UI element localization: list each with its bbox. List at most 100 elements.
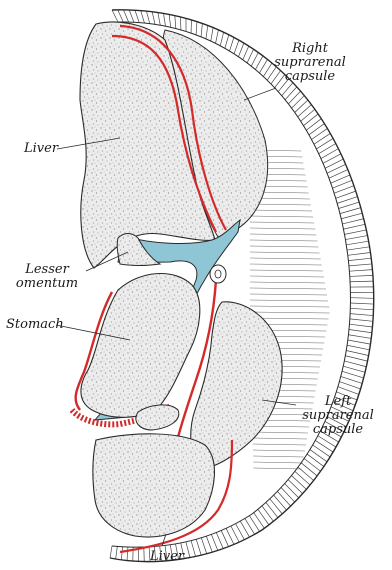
fascia-hatch-line (250, 258, 321, 259)
hatch-line (274, 495, 287, 510)
hatch-line (201, 538, 206, 554)
label-liver-upper: Liver (24, 142, 58, 156)
hatch-line (196, 22, 197, 35)
hatch-line (129, 10, 134, 22)
hatch-line (339, 382, 360, 389)
hatch-line (350, 303, 373, 304)
hatch-line (340, 208, 361, 214)
hatch-line (346, 241, 368, 245)
hatch-line (337, 197, 357, 204)
hatch-line (141, 11, 145, 23)
hatch-line (206, 536, 212, 552)
hatch-line (344, 361, 366, 367)
fascia-hatch-line (253, 450, 305, 451)
hatch-line (255, 56, 263, 70)
label-lesser-line1: Lesser (10, 263, 84, 277)
label-left-suprarenal: Left suprarenal capsule (298, 395, 378, 437)
fascia-hatch-line (250, 228, 315, 229)
hatch-line (196, 539, 201, 555)
hatch-line (350, 314, 373, 316)
hatch-line (348, 340, 371, 344)
hatch-line (258, 509, 269, 525)
hatch-line (350, 298, 373, 299)
hatch-line (216, 532, 223, 548)
hatch-line (225, 35, 229, 49)
label-right-suprarenal: Right suprarenal capsule (270, 42, 350, 84)
hatch-line (342, 219, 363, 224)
fascia-hatch-line (250, 234, 316, 235)
label-left-line2: suprarenal (298, 409, 378, 423)
hatch-line (110, 546, 112, 558)
fascia-hatch-line (250, 240, 317, 241)
fascia-hatch-line (250, 216, 313, 217)
fascia-hatch-line (250, 270, 323, 271)
label-stomach: Stomach (6, 318, 64, 332)
hatch-line (292, 96, 305, 109)
hatch-line (315, 440, 333, 452)
fascia-hatch-line (253, 444, 306, 445)
hatch-line (206, 25, 208, 38)
hatch-line (164, 13, 166, 26)
hatch-line (301, 109, 315, 121)
label-right-line1: Right (270, 42, 350, 56)
fascia-hatch-line (250, 264, 322, 265)
liver-lower-shape (93, 434, 215, 537)
hatch-line (118, 10, 124, 22)
hatch-line (334, 186, 354, 194)
hatch-line (348, 253, 371, 256)
hatch-line (292, 476, 307, 490)
hatch-line (347, 247, 369, 250)
fascia-hatch-line (250, 252, 320, 253)
hatch-line (295, 100, 308, 112)
label-right-line3: capsule (270, 70, 350, 84)
hatch-line (348, 258, 371, 260)
hatch-line (345, 356, 367, 361)
fascia-hatch-line (253, 462, 302, 463)
fascia-hatch-line (250, 300, 328, 301)
hatch-line (211, 534, 217, 550)
hatch-line (347, 345, 370, 350)
hatch-line (306, 119, 321, 131)
hatch-line (314, 133, 330, 144)
hatch-line (254, 513, 265, 529)
hatch-line (135, 10, 139, 22)
hatch-line (304, 458, 320, 471)
hatch-line (249, 516, 259, 532)
fascia-hatch-line (253, 468, 301, 469)
hatch-line (226, 528, 234, 544)
label-lesser-line2: omentum (10, 277, 84, 291)
vessel-section (210, 265, 226, 283)
hatch-line (346, 351, 368, 356)
hatch-line (342, 371, 364, 378)
hatch-line (234, 40, 239, 54)
hatch-line (304, 114, 319, 126)
hatch-line (152, 12, 155, 25)
fascia-hatch-line (250, 288, 326, 289)
hatch-line (270, 499, 282, 514)
hatch-line (345, 230, 367, 234)
hatch-line (316, 138, 333, 148)
label-right-line2: suprarenal (270, 56, 350, 70)
hatch-line (201, 23, 202, 36)
fascia-hatch-line (253, 438, 307, 439)
label-liver-lower: Liver (150, 550, 184, 564)
hatch-line (281, 488, 295, 503)
fascia-hatch-line (250, 312, 329, 313)
hatch-line (309, 124, 324, 135)
hatch-line (243, 46, 249, 60)
hatch-line (350, 308, 373, 310)
hatch-line (288, 480, 302, 494)
hatch-line (349, 329, 372, 332)
hatch-line (121, 547, 122, 560)
hatch-line (345, 236, 367, 240)
hatch-line (169, 14, 171, 27)
label-left-line1: Left (298, 395, 378, 409)
fascia-hatch-line (250, 276, 324, 277)
hatch-line (310, 450, 327, 462)
hatch-line (349, 324, 372, 327)
hatch-line (251, 53, 258, 67)
fascia-hatch-line (250, 306, 329, 307)
label-lesser-omentum: Lesser omentum (10, 263, 84, 291)
hatch-line (277, 491, 290, 506)
label-left-line3: capsule (298, 423, 378, 437)
